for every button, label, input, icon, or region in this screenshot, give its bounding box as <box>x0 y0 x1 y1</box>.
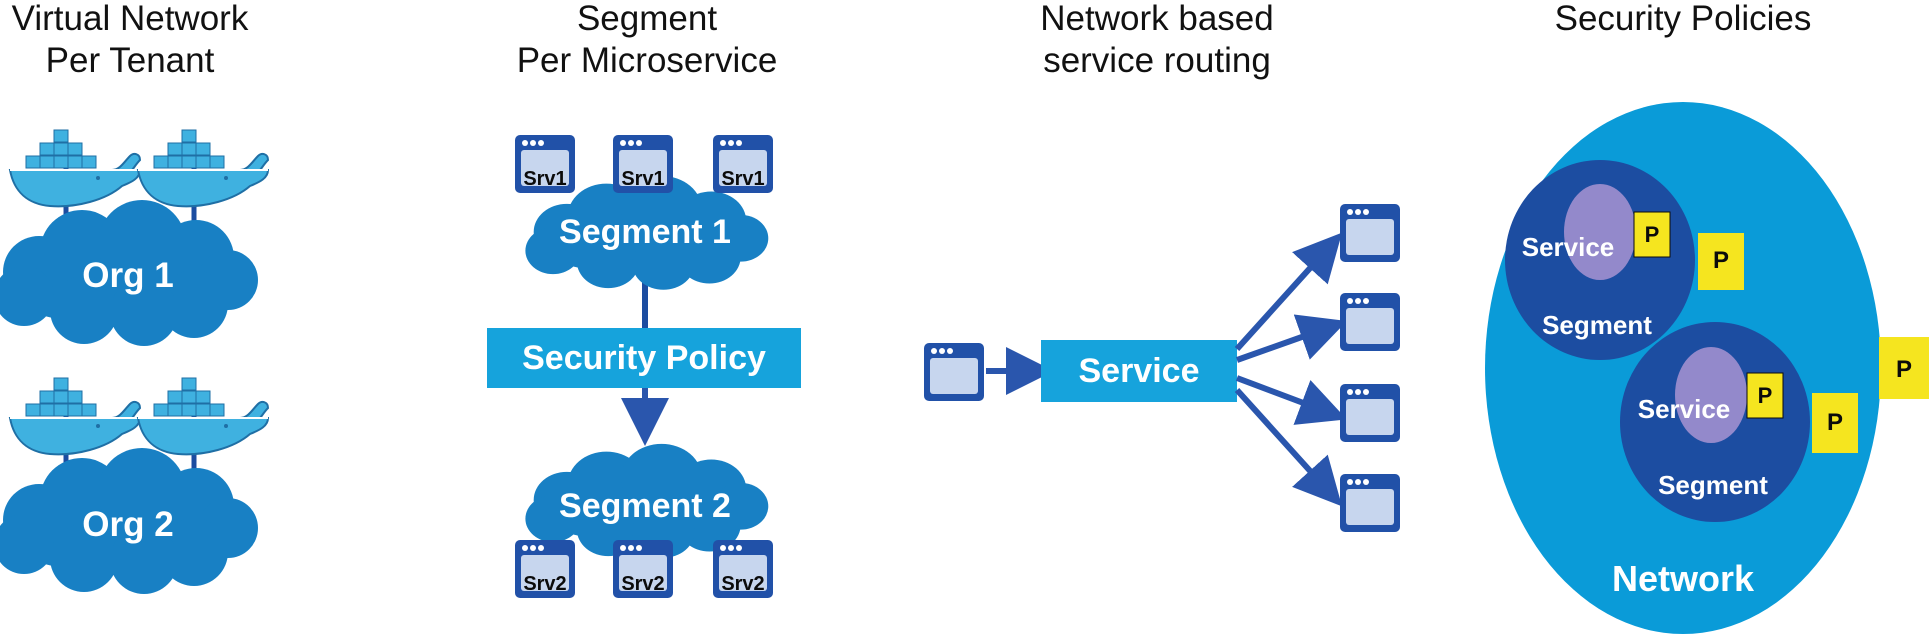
policies-title: Security Policies <box>1555 0 1812 38</box>
policy-b-outer-label: P <box>1827 409 1843 436</box>
security-policy-label: Security Policy <box>522 339 766 377</box>
srv1-group: Srv1 Srv1 Srv1 <box>515 135 773 193</box>
microservice-title-line1: Segment <box>577 0 717 38</box>
service-box <box>1041 340 1237 402</box>
segment-b-label: Segment <box>1658 470 1768 500</box>
policy-a-outer <box>1698 233 1744 290</box>
segment-a-label: Segment <box>1542 310 1652 340</box>
policy-a-inner <box>1633 211 1671 258</box>
section-microservice: Segment Per Microservice Segment 1 Srv1 … <box>487 0 801 598</box>
srv2-label: Srv2 <box>523 573 566 595</box>
routing-title-line2: service routing <box>1043 41 1271 80</box>
service-a-ellipse <box>1564 184 1636 280</box>
service-a-label: Service <box>1522 232 1615 262</box>
routing-title-line1: Network based <box>1040 0 1273 38</box>
srv1-label: Srv1 <box>621 168 664 190</box>
segment1-label: Segment 1 <box>559 213 731 251</box>
service-b-label: Service <box>1638 394 1731 424</box>
srv2-label: Srv2 <box>721 573 764 595</box>
microservice-title-line2: Per Microservice <box>517 41 778 80</box>
docker-whale-icon <box>137 377 269 456</box>
srv1-label: Srv1 <box>523 168 566 190</box>
service-b-ellipse <box>1675 347 1747 443</box>
segment2-label: Segment 2 <box>559 487 731 525</box>
srv2-group: Srv2 Srv2 Srv2 <box>515 540 773 598</box>
org1-label: Org 1 <box>82 256 173 295</box>
policy-a-outer-label: P <box>1713 247 1729 274</box>
policy-b-inner-label: P <box>1758 383 1773 408</box>
docker-whale-icon <box>9 377 141 456</box>
policy-b-inner <box>1746 372 1784 419</box>
docker-whale-icon <box>9 129 141 208</box>
section-routing: Network based service routing Service <box>924 0 1400 532</box>
service-label: Service <box>1079 352 1200 390</box>
app-window-icon <box>1340 384 1400 442</box>
app-window-icon <box>1340 474 1400 532</box>
srv1-label: Srv1 <box>721 168 764 190</box>
network-policy <box>1879 337 1929 399</box>
srv2-label: Srv2 <box>621 573 664 595</box>
app-window-icon <box>924 343 984 401</box>
network-label: Network <box>1612 558 1755 599</box>
policy-a-inner-label: P <box>1645 222 1660 247</box>
section-tenant: Virtual Network Per Tenant Org 1 Org 2 <box>0 0 269 594</box>
security-policy-bar <box>487 328 801 388</box>
network-policy-label: P <box>1896 356 1912 383</box>
tenant-title-line1: Virtual Network <box>12 0 249 38</box>
org2-label: Org 2 <box>82 505 173 544</box>
policy-b-outer <box>1812 393 1858 453</box>
app-window-icon <box>1340 204 1400 262</box>
tenant-title-line2: Per Tenant <box>46 41 215 80</box>
app-window-icon <box>1340 293 1400 351</box>
docker-whale-icon <box>137 129 269 208</box>
section-policies: Security Policies P P Service Segment P … <box>1485 0 1929 634</box>
